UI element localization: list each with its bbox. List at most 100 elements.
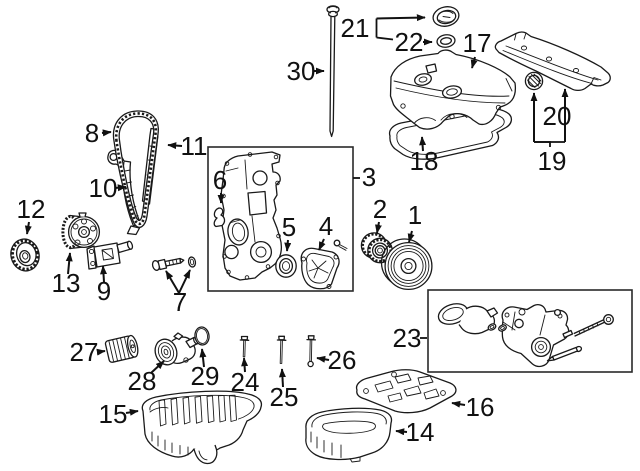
callout-21-leader — [376, 14, 426, 22]
callout-29[interactable]: 29 — [191, 348, 220, 391]
callout-15-leader — [125, 408, 139, 416]
oil-seal-drawing — [275, 254, 297, 278]
callout-15-label[interactable]: 15 — [99, 399, 128, 429]
callout-15[interactable]: 15 — [99, 399, 139, 429]
callout-10-leader — [114, 184, 127, 192]
callout-9-label[interactable]: 9 — [97, 276, 111, 306]
callout-12[interactable]: 12 — [17, 194, 46, 235]
callout-19-label[interactable]: 19 — [538, 146, 567, 176]
callout-18[interactable]: 18 — [410, 136, 439, 176]
callout-20-label[interactable]: 20 — [543, 101, 572, 131]
callout-18-label[interactable]: 18 — [410, 146, 439, 176]
callout-13[interactable]: 13 — [52, 252, 81, 298]
pump-o-ring-drawing — [194, 326, 210, 346]
callout-25[interactable]: 25 — [270, 368, 299, 412]
callout-26-leader — [316, 355, 330, 363]
callout-2[interactable]: 2 — [373, 194, 387, 234]
callout-10-label[interactable]: 10 — [89, 173, 118, 203]
callout-27[interactable]: 27 — [70, 337, 106, 367]
callout-9[interactable]: 9 — [97, 265, 111, 306]
chain-case-drawing — [220, 151, 282, 281]
callout-29-leader — [199, 348, 207, 368]
callout-29-label[interactable]: 29 — [191, 361, 220, 391]
tensioner-cover-drawing — [300, 239, 348, 290]
callout-12-leader — [24, 221, 32, 235]
callout-5[interactable]: 5 — [282, 212, 296, 252]
callout-30-label[interactable]: 30 — [287, 56, 316, 86]
valve-cover-drawing — [389, 49, 517, 130]
callout-14-label[interactable]: 14 — [406, 417, 435, 447]
callout-28[interactable]: 28 — [128, 360, 165, 396]
callout-23-label[interactable]: 23 — [393, 323, 422, 353]
case-gasket-drawing — [213, 207, 226, 228]
callout-11-label[interactable]: 11 — [181, 131, 208, 161]
callout-7[interactable]: 7 — [165, 269, 191, 317]
parts-layer — [10, 5, 633, 465]
bolt-24-drawing — [239, 335, 250, 358]
crank-sprocket-drawing — [10, 238, 40, 272]
water-pump-drawing — [154, 332, 199, 366]
oil-filler-cap-drawing — [432, 6, 460, 27]
callout-17-label[interactable]: 17 — [463, 28, 492, 58]
lower-oil-pan-drawing — [305, 407, 393, 463]
callout-1[interactable]: 1 — [408, 200, 422, 243]
callout-8[interactable]: 8 — [85, 118, 112, 148]
callout-13-label[interactable]: 13 — [52, 268, 81, 298]
baffle-plate-drawing — [355, 369, 457, 414]
callout-8-label[interactable]: 8 — [85, 118, 99, 148]
callout-26-label[interactable]: 26 — [328, 345, 357, 375]
callout-3[interactable]: 3 — [353, 162, 376, 192]
callout-7-leader-right — [178, 269, 191, 294]
callout-9-leader — [100, 265, 108, 283]
callout-7-label[interactable]: 7 — [173, 287, 187, 317]
callout-7-leader-left — [165, 270, 180, 294]
pivot-bolt-drawing — [151, 256, 197, 271]
callout-3-label[interactable]: 3 — [362, 162, 376, 192]
callout-16[interactable]: 16 — [451, 392, 495, 422]
callout-22[interactable]: 22 — [395, 27, 433, 57]
callout-30[interactable]: 30 — [287, 56, 325, 86]
callout-12-label[interactable]: 12 — [17, 194, 46, 224]
callout-27-label[interactable]: 27 — [70, 337, 99, 367]
callout-23[interactable]: 23 — [393, 323, 427, 353]
callout-8-leader — [101, 129, 112, 137]
callout-4[interactable]: 4 — [318, 211, 333, 251]
group-box-23 — [427, 289, 633, 373]
callout-14[interactable]: 14 — [395, 417, 435, 447]
callout-22-label[interactable]: 22 — [395, 27, 424, 57]
grommet-seal-drawing — [524, 71, 544, 91]
callout-11[interactable]: 11 — [167, 131, 208, 161]
callout-16-label[interactable]: 16 — [466, 392, 495, 422]
callout-6[interactable]: 6 — [213, 165, 227, 204]
callout-25-label[interactable]: 25 — [270, 382, 299, 412]
callout-28-leader — [150, 360, 165, 374]
dipstick-drawing — [326, 5, 340, 138]
callout-20[interactable]: 20 — [543, 101, 572, 131]
callout-4-label[interactable]: 4 — [319, 211, 333, 241]
callout-19[interactable]: 19 — [530, 88, 569, 176]
callout-28-label[interactable]: 28 — [128, 366, 157, 396]
vtc-actuator-drawing — [61, 212, 101, 250]
callout-1-label[interactable]: 1 — [408, 200, 422, 230]
callout-2-label[interactable]: 2 — [373, 194, 387, 224]
callout-18-leader — [419, 136, 427, 152]
timing-chain-drawing — [112, 110, 159, 228]
bolt-26-drawing — [306, 335, 317, 368]
callout-26[interactable]: 26 — [316, 345, 357, 375]
callout-27-leader — [96, 348, 106, 356]
callout-21[interactable]: 21 — [341, 13, 426, 43]
callout-6-label[interactable]: 6 — [213, 165, 227, 195]
callout-16-leader — [451, 400, 466, 408]
callout-5-label[interactable]: 5 — [282, 212, 296, 242]
upper-oil-pan-drawing — [141, 390, 263, 465]
callout-21-bracket-arm — [376, 36, 394, 41]
callout-21-label[interactable]: 21 — [341, 13, 370, 43]
callout-24-label[interactable]: 24 — [231, 367, 260, 397]
callout-24[interactable]: 24 — [231, 357, 260, 397]
callout-17[interactable]: 17 — [463, 28, 492, 69]
callout-17-leader — [470, 56, 478, 69]
callouts-layer: 1 2 3 4 5 6 7 8 — [17, 13, 572, 447]
callout-10[interactable]: 10 — [89, 173, 127, 203]
callout-13-leader — [65, 252, 73, 275]
